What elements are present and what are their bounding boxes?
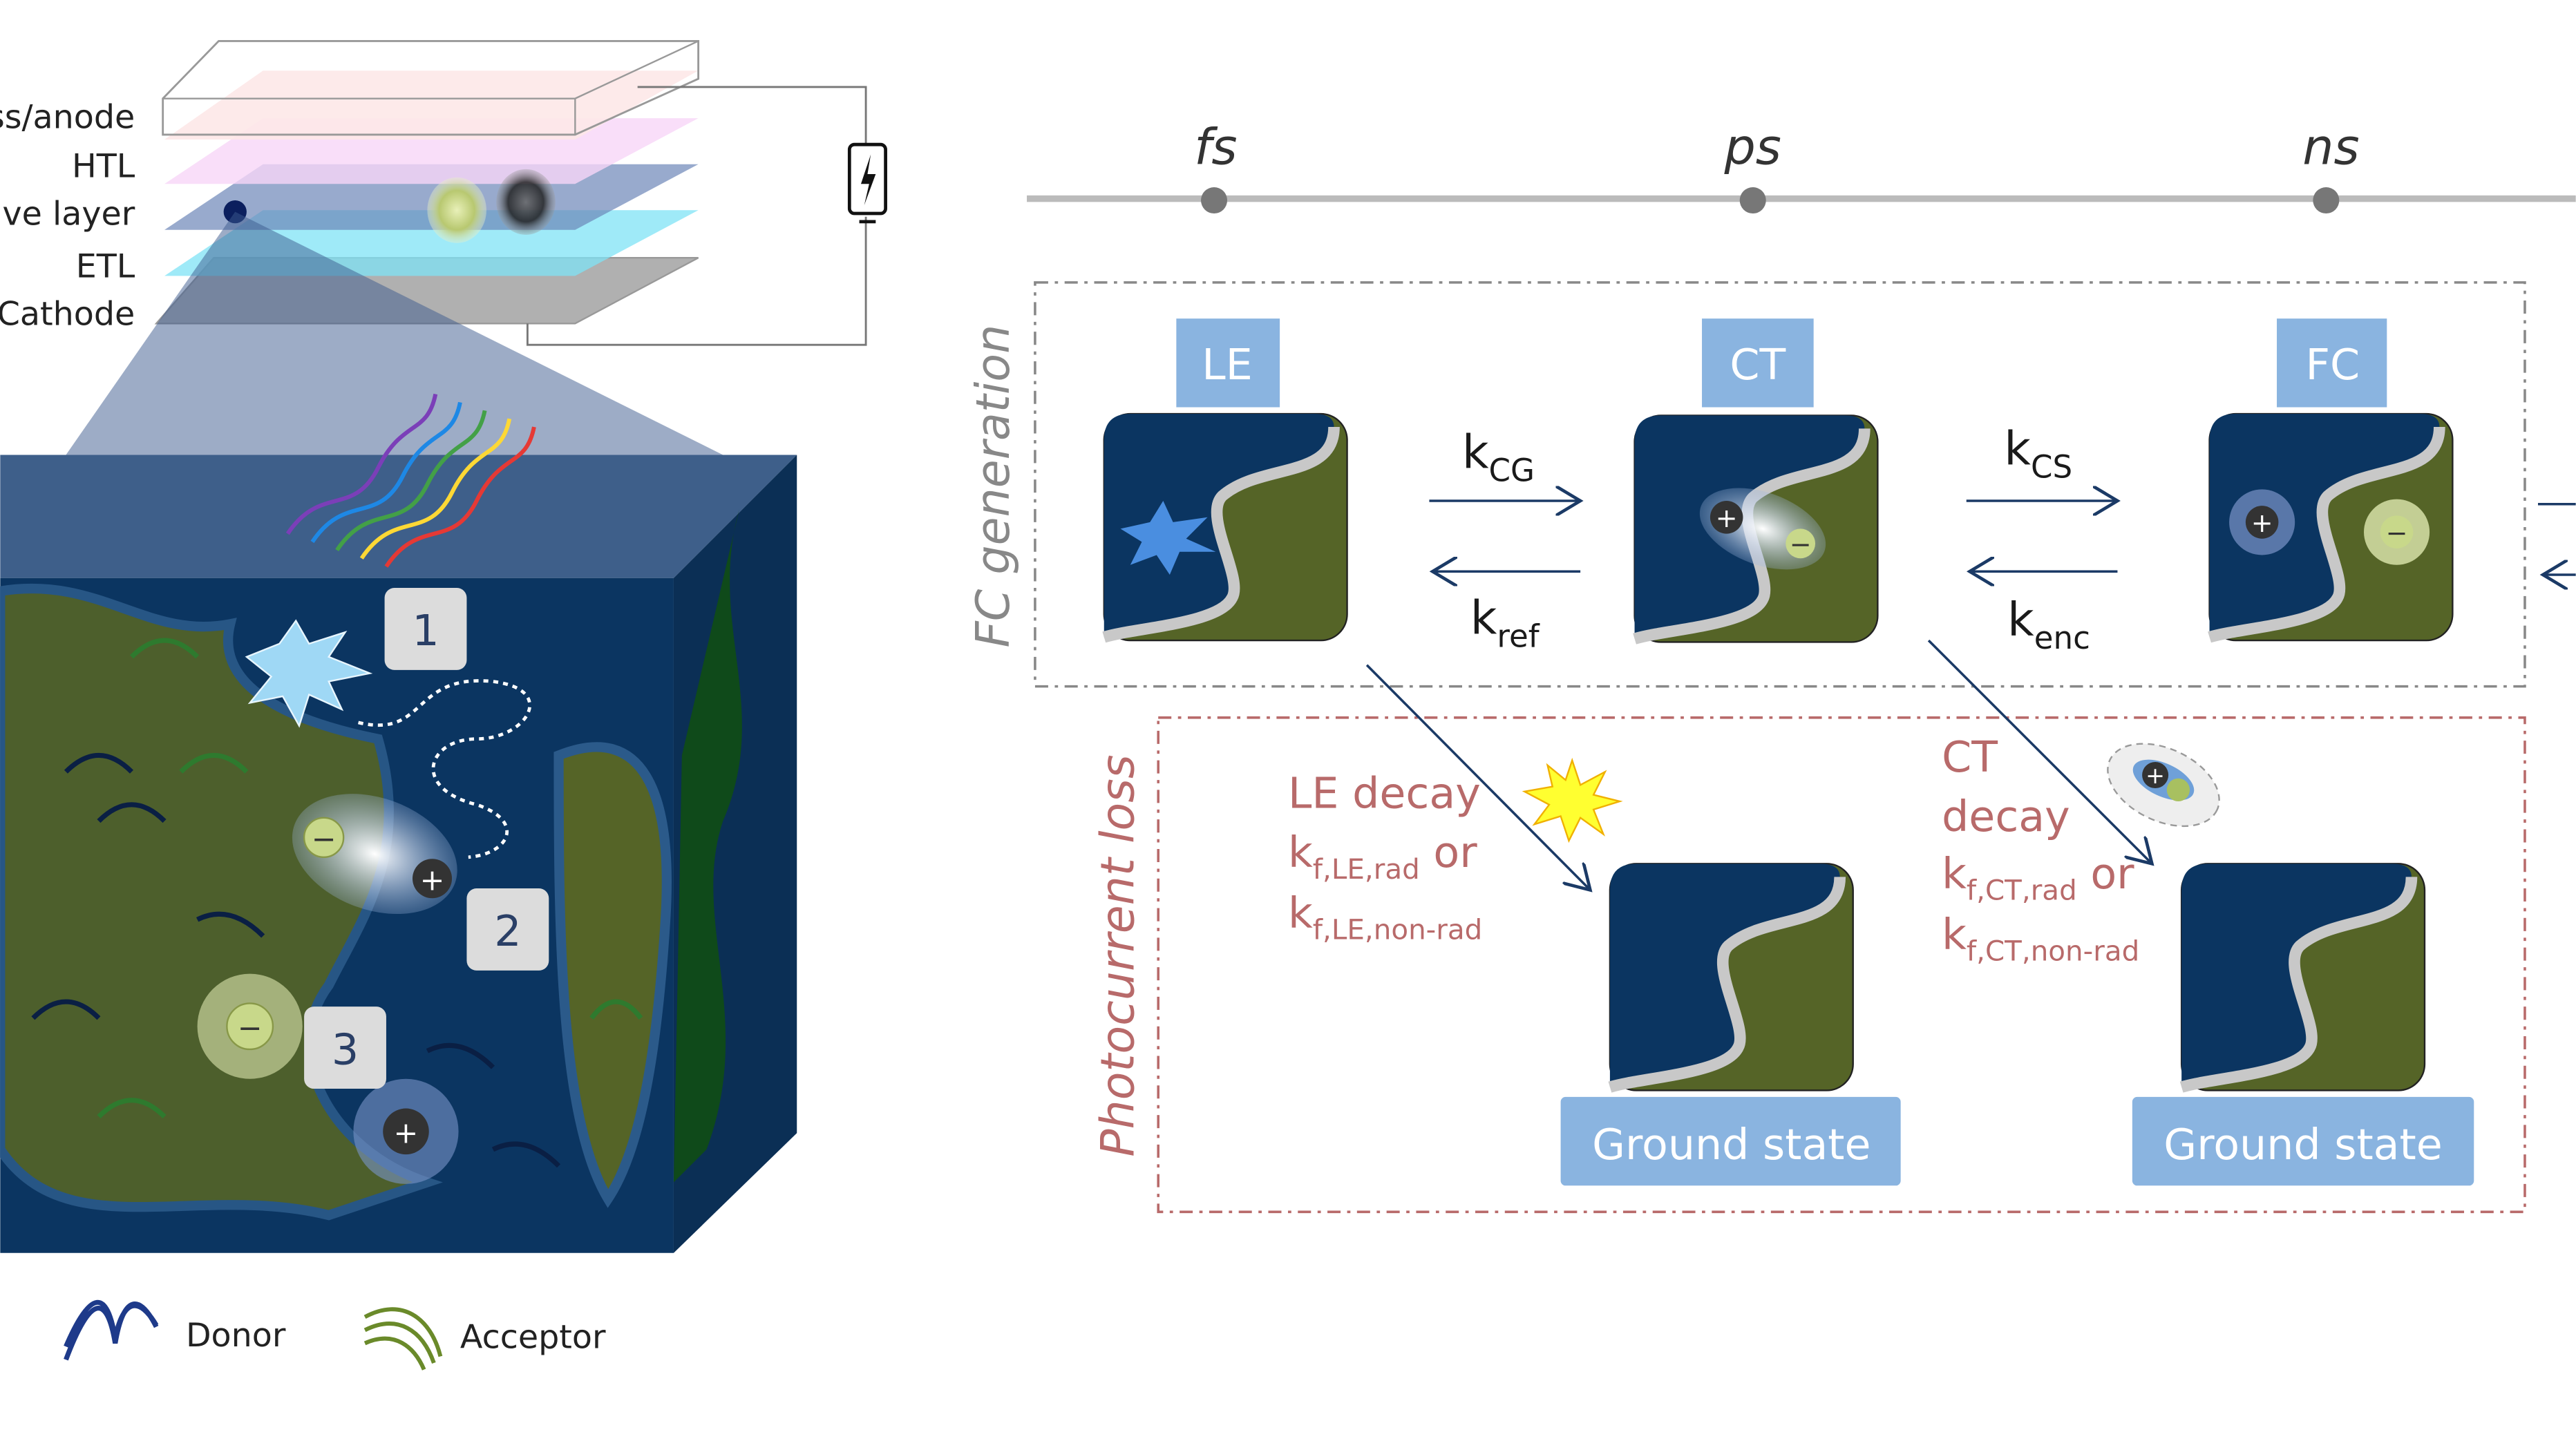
acceptor-icon (363, 1307, 443, 1371)
exciton-icon (1120, 501, 1216, 575)
photon-emission-icon (1522, 757, 1623, 843)
arrow-ct-decay (1927, 639, 2152, 864)
rate-kenc: kenc (2007, 593, 2090, 656)
circuit-wire (637, 86, 867, 145)
state-ct-label: CT (1730, 340, 1786, 390)
ground-state-label-1: Ground state (1592, 1120, 1871, 1170)
ct-recombination-icon: + (2107, 743, 2220, 828)
svg-text:2: 2 (494, 906, 521, 956)
photocurrent-loss-title: Photocurrent loss (1091, 754, 1145, 1156)
ground-state-label-2: Ground state (2163, 1120, 2443, 1170)
ground-tile-1 (1610, 864, 1853, 1090)
legend: Donor Acceptor (64, 1299, 606, 1371)
step-1-badge: 1 (384, 588, 467, 670)
zoom-projection (66, 211, 723, 455)
hole-icon (496, 169, 556, 235)
electron-icon (427, 177, 486, 243)
svg-text:+: + (2251, 508, 2273, 538)
label-htl: HTL (72, 148, 135, 186)
label-active-layer: tive layer (0, 195, 135, 233)
timeline: fs ps ns (1027, 119, 2576, 214)
light-waves-icon (285, 393, 536, 568)
le-decay-rad: kf,LE,rad or (1288, 828, 1477, 886)
layer-glass-anode (164, 70, 699, 140)
svg-text:−: − (312, 822, 337, 857)
svg-text:−: − (1790, 529, 1812, 560)
label-glass-anode: ss/anode (0, 98, 135, 136)
fc-generation-panel: FC generation LE CT FC + − + − kCG kref … (966, 281, 2576, 688)
le-decay-nonrad: kf,LE,non-rad (1288, 888, 1482, 946)
arrow-le-decay (1365, 664, 1590, 890)
fc-generation-title: FC generation (966, 325, 1020, 648)
timeline-ps: ps (1724, 119, 1781, 176)
le-decay-title: LE decay (1288, 769, 1481, 819)
rate-kref: kref (1470, 591, 1540, 655)
step-3-badge: 3 (304, 1007, 386, 1089)
label-cathode: Cathode (0, 296, 135, 334)
step-2-badge: 2 (466, 888, 549, 971)
rate-kcs: kCS (2004, 422, 2072, 486)
svg-text:+: + (394, 1116, 419, 1150)
donor-icon (64, 1299, 159, 1361)
photocurrent-loss-panel: Photocurrent loss LE decay kf,LE,rad or … (1091, 639, 2526, 1214)
ct-decay-title: CT (1942, 732, 1998, 782)
svg-text:decay: decay (1942, 792, 2070, 841)
timeline-fs: fs (1194, 119, 1237, 176)
svg-text:+: + (1716, 503, 1738, 533)
state-fc-label: FC (2305, 340, 2360, 390)
rate-kcg: kCG (1462, 425, 1535, 488)
timeline-ns: ns (2302, 119, 2359, 176)
legend-donor: Donor (186, 1317, 286, 1355)
label-etl: ETL (76, 248, 135, 286)
ct-decay-rad: kf,CT,rad or (1942, 849, 2134, 907)
diffusion-path (357, 679, 531, 859)
legend-acceptor: Acceptor (460, 1319, 606, 1357)
ground-tile-2 (2181, 864, 2425, 1090)
svg-text:−: − (2386, 517, 2408, 548)
exciton-burst-icon (245, 619, 373, 728)
svg-text:3: 3 (332, 1024, 359, 1074)
svg-text:1: 1 (412, 606, 439, 656)
state-le-label: LE (1202, 340, 1252, 390)
morphology-cube: − + − + 1 2 3 (0, 393, 797, 1253)
battery-icon (847, 142, 887, 224)
device-stack: ss/anode HTL tive layer ETL Cathode (0, 40, 887, 346)
svg-text:−: − (238, 1011, 263, 1045)
svg-text:+: + (420, 863, 445, 897)
svg-text:+: + (2146, 762, 2165, 789)
ct-decay-nonrad: kf,CT,non-rad (1942, 910, 2139, 968)
